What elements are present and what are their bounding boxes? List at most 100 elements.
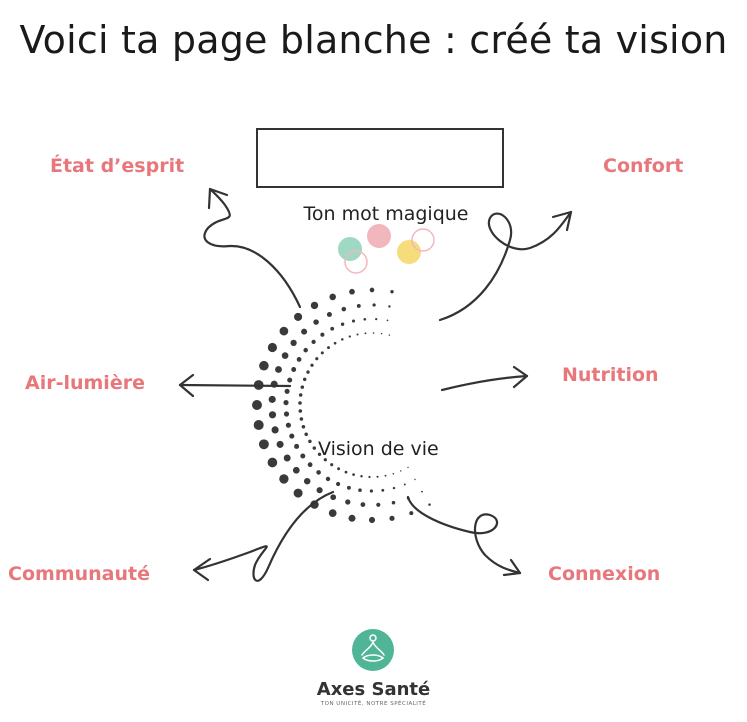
arc-dot [301, 328, 308, 335]
pink-ring-2 [411, 228, 435, 252]
arc-dot [386, 319, 389, 322]
arc-dot [403, 483, 406, 486]
arc-dot [375, 317, 378, 321]
label-etat-esprit: État d’esprit [50, 155, 185, 177]
arc-dot [409, 511, 414, 516]
label-nutrition: Nutrition [562, 364, 659, 386]
arc-dot [333, 341, 337, 345]
arc-dot [381, 488, 385, 492]
arc-dot [312, 446, 317, 450]
label-air-lumiere: Air-lumière [25, 372, 145, 394]
arc-dot [380, 332, 383, 335]
arc-dot [291, 367, 297, 372]
arc-dot [299, 417, 304, 421]
arc-dot [360, 474, 363, 478]
arc-dot [306, 370, 310, 374]
arc-dot [283, 411, 290, 417]
arc-dot [296, 357, 302, 362]
arc-dot [313, 319, 319, 325]
arc-dot [310, 500, 319, 509]
arc-dot [349, 288, 355, 295]
arc-dot [330, 326, 335, 331]
arc-dot [253, 420, 264, 430]
arc-dot [298, 409, 303, 413]
arc-dot [289, 433, 295, 439]
arc-dot [303, 477, 311, 485]
arc-dot [348, 335, 351, 338]
arc-dot [275, 366, 282, 373]
brand-tagline: TON UNICITÉ, NOTRE SPÉCIALITÉ [320, 701, 427, 707]
arc-dot [421, 490, 423, 493]
magic-word-box[interactable] [256, 128, 504, 188]
arc-dot [358, 488, 362, 492]
arc-dot [376, 502, 381, 507]
arc-dot [258, 439, 269, 450]
arrow-air-lumiere [178, 373, 292, 398]
arc-dot [279, 326, 289, 336]
brand-name: Axes Santé [316, 679, 431, 700]
arc-dot [327, 346, 330, 350]
arrow-nutrition [440, 365, 529, 392]
arc-dot [294, 312, 303, 321]
pink-dot [367, 224, 391, 248]
arc-dot [348, 514, 356, 522]
arc-dot [341, 306, 347, 312]
arc-dot [392, 486, 396, 490]
dotted-arc [252, 287, 431, 524]
label-communaute: Communauté [8, 563, 150, 585]
arc-dot [298, 393, 303, 397]
arc-dot [293, 488, 303, 498]
arc-dot [330, 463, 334, 467]
arc-dot [294, 443, 300, 449]
arc-dot [279, 474, 289, 484]
arc-dot [267, 342, 277, 353]
arrow-confort [438, 210, 573, 322]
arc-dot [283, 400, 289, 406]
arc-dot [372, 332, 375, 334]
arc-dot [290, 339, 297, 347]
arc-dot [390, 290, 394, 294]
label-confort: Confort [603, 155, 684, 177]
arc-dot [376, 475, 379, 478]
arc-dot [391, 500, 396, 505]
arc-dot [389, 515, 395, 521]
arc-dot [310, 363, 314, 367]
arc-dot [300, 453, 306, 459]
arc-dot [283, 454, 291, 462]
arc-dot [329, 293, 337, 301]
arc-dot [388, 334, 391, 336]
arc-dot [287, 377, 293, 383]
arc-dot [311, 339, 316, 345]
arc-dot [267, 457, 278, 468]
axes-sante-logo [352, 629, 394, 671]
arc-dot [271, 426, 279, 434]
arc-dot [360, 502, 366, 507]
arc-dot [316, 487, 323, 494]
arc-dot [337, 467, 341, 471]
arc-dot [284, 388, 290, 394]
arc-dot [352, 473, 355, 476]
arc-dot [344, 470, 348, 474]
arc-dot [323, 458, 327, 462]
arc-dot [320, 351, 324, 355]
arc-dot [307, 462, 313, 468]
page-title: Voici ta page blanche : créé ta vision [19, 18, 728, 62]
arc-dot [320, 332, 325, 337]
arc-dot [400, 470, 402, 472]
arc-dot [276, 440, 284, 448]
arc-dot [356, 333, 359, 336]
arc-dot [363, 317, 367, 321]
arc-dot [341, 338, 344, 341]
arc-dot [368, 516, 376, 524]
arc-dot [372, 303, 376, 307]
arc-dot [316, 470, 321, 475]
arc-dot [368, 475, 371, 479]
arc-dot [304, 432, 308, 437]
green-dot [338, 237, 362, 261]
arc-dot [392, 473, 395, 475]
pastel-dots-decoration [338, 224, 435, 274]
arc-dot [369, 287, 375, 293]
yellow-dot [397, 240, 421, 264]
arc-dot [356, 303, 361, 308]
arc-dot [268, 411, 277, 419]
